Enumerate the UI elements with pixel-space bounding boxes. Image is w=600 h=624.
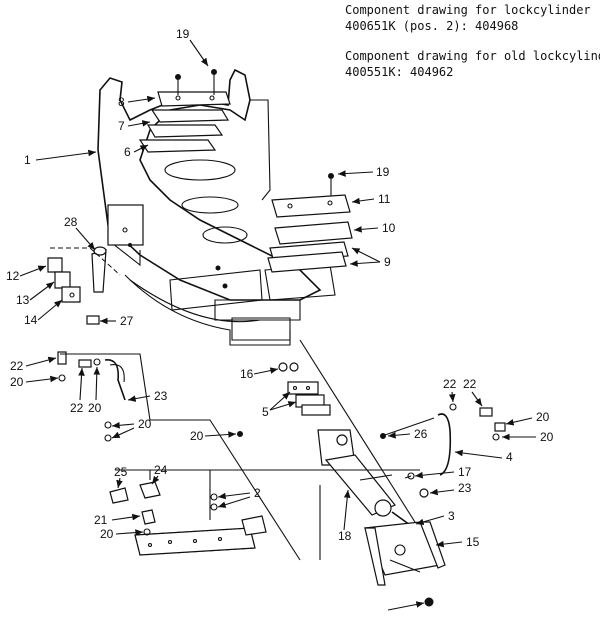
callout-20d: 20 bbox=[190, 429, 204, 443]
title-line-2: 400651K (pos. 2): 404968 bbox=[345, 19, 519, 33]
callout-20e: 22 bbox=[443, 377, 457, 391]
callout-13: 13 bbox=[16, 293, 30, 307]
callout-23a: 23 bbox=[154, 389, 168, 403]
nut-and-blocks bbox=[278, 362, 331, 416]
callout-7: 7 bbox=[118, 119, 125, 133]
title-line-4: 400551K: 404962 bbox=[345, 65, 454, 79]
callout-17: 23 bbox=[458, 481, 472, 495]
callout-19b: 19 bbox=[376, 165, 390, 179]
callout-20c: 20 bbox=[138, 417, 152, 431]
callout-16: 16 bbox=[240, 367, 254, 381]
callout-10: 10 bbox=[382, 221, 396, 235]
callout-2: 18 bbox=[338, 529, 352, 543]
callout-27: 27 bbox=[120, 314, 134, 328]
bracket bbox=[364, 521, 446, 586]
callout-20b: 20 bbox=[88, 401, 102, 415]
callout-14: 14 bbox=[24, 313, 38, 327]
callout-20g: 26 bbox=[414, 427, 428, 441]
plate-stack-right bbox=[267, 173, 353, 273]
callout-22a: 22 bbox=[10, 359, 24, 373]
callout-22c: 22 bbox=[463, 377, 477, 391]
callout-28: 28 bbox=[64, 215, 78, 229]
callout-23b: 4 bbox=[506, 450, 513, 464]
valve-block bbox=[109, 469, 420, 556]
callouts: 19 8 7 6 1 19 11 10 9 28 12 13 bbox=[6, 27, 554, 611]
callout-18: 17 bbox=[458, 465, 472, 479]
callout-20a: 20 bbox=[10, 375, 24, 389]
callout-22d: 20 bbox=[536, 410, 550, 424]
title-block: Component drawing for lockcylinder 40065… bbox=[345, 2, 600, 80]
callout-9: 9 bbox=[384, 255, 391, 269]
callout-4: 3 bbox=[448, 509, 455, 523]
callout-1: 1 bbox=[24, 153, 31, 167]
plate-stack-upper bbox=[138, 69, 231, 153]
callout-5: 5 bbox=[262, 405, 269, 419]
callout-12: 12 bbox=[6, 269, 20, 283]
left-parts bbox=[47, 246, 121, 325]
callout-25: 24 bbox=[154, 463, 168, 477]
small-hardware bbox=[404, 472, 434, 607]
callout-20h: 2 bbox=[254, 486, 261, 500]
title-line-3: Component drawing for old lockcylinder bbox=[345, 49, 600, 63]
callout-24: 21 bbox=[94, 513, 108, 527]
hose-right bbox=[380, 403, 506, 476]
callout-19a: 19 bbox=[176, 27, 190, 41]
callout-26: 25 bbox=[114, 465, 128, 479]
callout-8: 8 bbox=[118, 95, 125, 109]
callout-21: 20 bbox=[100, 527, 114, 541]
callout-3: 15 bbox=[466, 535, 480, 549]
callout-11: 11 bbox=[378, 192, 391, 206]
callout-6: 6 bbox=[124, 145, 131, 159]
title-line-1: Component drawing for lockcylinder bbox=[345, 3, 591, 17]
callout-22b: 22 bbox=[70, 401, 84, 415]
hose-left bbox=[57, 351, 301, 561]
callout-20f: 20 bbox=[540, 430, 554, 444]
